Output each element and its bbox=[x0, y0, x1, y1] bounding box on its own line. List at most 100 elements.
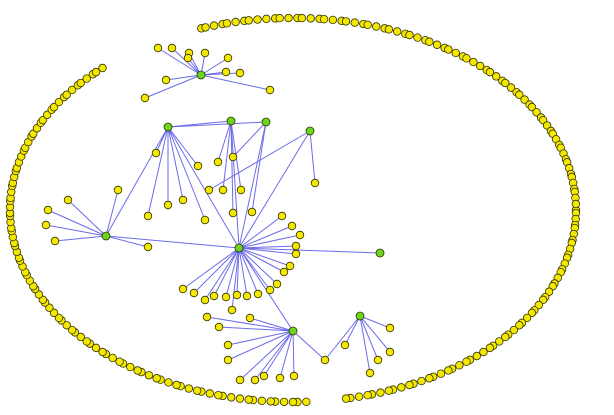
leaf-node[interactable] bbox=[115, 357, 124, 366]
leaf-node[interactable] bbox=[98, 63, 107, 73]
leaf-node[interactable] bbox=[279, 397, 289, 407]
leaf-node[interactable] bbox=[133, 366, 142, 375]
leaf-node[interactable] bbox=[392, 27, 402, 36]
leaf-node[interactable] bbox=[192, 386, 202, 395]
leaf-node[interactable] bbox=[214, 322, 224, 332]
leaf-node[interactable] bbox=[82, 337, 91, 346]
leaf-node[interactable] bbox=[259, 371, 269, 381]
leaf-node[interactable] bbox=[285, 261, 295, 271]
leaf-node[interactable] bbox=[43, 205, 53, 215]
leaf-node[interactable] bbox=[257, 396, 267, 406]
leaf-node[interactable] bbox=[444, 45, 453, 54]
leaf-node[interactable] bbox=[291, 241, 301, 251]
leaf-node[interactable] bbox=[413, 33, 422, 42]
leaf-node[interactable] bbox=[506, 83, 516, 92]
leaf-node[interactable] bbox=[522, 313, 532, 323]
leaf-node[interactable] bbox=[67, 85, 77, 95]
leaf-node[interactable] bbox=[350, 18, 359, 27]
leaf-node[interactable] bbox=[161, 75, 171, 85]
leaf-node[interactable] bbox=[218, 185, 228, 195]
leaf-node[interactable] bbox=[126, 362, 135, 372]
leaf-node[interactable] bbox=[172, 380, 181, 390]
leaf-node[interactable] bbox=[54, 313, 64, 323]
leaf-node[interactable] bbox=[98, 347, 107, 357]
leaf-node[interactable] bbox=[527, 308, 537, 318]
leaf-node[interactable] bbox=[221, 67, 231, 77]
leaf-node[interactable] bbox=[501, 78, 510, 88]
leaf-node[interactable] bbox=[571, 199, 581, 209]
leaf-node[interactable] bbox=[204, 185, 214, 195]
hub-node[interactable] bbox=[196, 70, 206, 80]
leaf-node[interactable] bbox=[385, 347, 395, 357]
leaf-node[interactable] bbox=[221, 292, 231, 302]
leaf-node[interactable] bbox=[63, 195, 73, 205]
leaf-node[interactable] bbox=[227, 393, 236, 402]
leaf-node[interactable] bbox=[223, 53, 233, 63]
leaf-node[interactable] bbox=[372, 22, 381, 31]
hub-node[interactable] bbox=[226, 116, 236, 126]
leaf-node[interactable] bbox=[297, 13, 307, 23]
leaf-node[interactable] bbox=[245, 313, 255, 323]
leaf-node[interactable] bbox=[295, 230, 305, 240]
leaf-node[interactable] bbox=[222, 19, 232, 28]
leaf-node[interactable] bbox=[143, 211, 153, 221]
hub-node[interactable] bbox=[305, 126, 315, 136]
leaf-node[interactable] bbox=[417, 376, 426, 386]
leaf-node[interactable] bbox=[62, 321, 71, 330]
leaf-node[interactable] bbox=[279, 267, 289, 277]
leaf-node[interactable] bbox=[62, 90, 71, 99]
leaf-node[interactable] bbox=[284, 13, 293, 23]
hub-node[interactable] bbox=[355, 311, 365, 321]
leaf-node[interactable] bbox=[76, 332, 85, 342]
leaf-node[interactable] bbox=[275, 14, 284, 23]
leaf-node[interactable] bbox=[509, 325, 519, 335]
leaf-node[interactable] bbox=[144, 371, 154, 380]
hub-node[interactable] bbox=[375, 248, 385, 258]
leaf-node[interactable] bbox=[341, 394, 351, 403]
leaf-node[interactable] bbox=[235, 68, 245, 78]
leaf-node[interactable] bbox=[405, 380, 414, 390]
leaf-node[interactable] bbox=[54, 97, 64, 107]
leaf-node[interactable] bbox=[475, 61, 485, 71]
leaf-node[interactable] bbox=[209, 21, 219, 30]
leaf-node[interactable] bbox=[479, 347, 488, 357]
leaf-node[interactable] bbox=[235, 375, 245, 385]
leaf-node[interactable] bbox=[527, 102, 537, 112]
leaf-node[interactable] bbox=[485, 343, 495, 353]
leaf-node[interactable] bbox=[232, 290, 242, 300]
leaf-node[interactable] bbox=[247, 207, 257, 217]
leaf-node[interactable] bbox=[41, 220, 51, 230]
leaf-node[interactable] bbox=[178, 195, 188, 205]
leaf-node[interactable] bbox=[275, 373, 285, 383]
leaf-node[interactable] bbox=[42, 110, 52, 120]
leaf-node[interactable] bbox=[485, 67, 495, 77]
leaf-node[interactable] bbox=[310, 178, 320, 188]
leaf-node[interactable] bbox=[205, 389, 214, 398]
leaf-node[interactable] bbox=[183, 53, 193, 63]
leaf-node[interactable] bbox=[200, 295, 210, 305]
leaf-node[interactable] bbox=[262, 14, 271, 24]
leaf-node[interactable] bbox=[91, 343, 101, 353]
leaf-node[interactable] bbox=[288, 397, 298, 407]
leaf-node[interactable] bbox=[49, 308, 59, 318]
leaf-node[interactable] bbox=[515, 321, 524, 330]
hub-node[interactable] bbox=[234, 243, 244, 253]
leaf-node[interactable] bbox=[432, 40, 442, 49]
leaf-node[interactable] bbox=[405, 30, 414, 40]
leaf-node[interactable] bbox=[363, 390, 372, 400]
leaf-node[interactable] bbox=[163, 200, 173, 210]
hub-node[interactable] bbox=[261, 117, 271, 127]
leaf-node[interactable] bbox=[227, 305, 237, 315]
hub-node[interactable] bbox=[163, 122, 173, 132]
leaf-node[interactable] bbox=[113, 185, 123, 195]
leaf-node[interactable] bbox=[152, 374, 161, 383]
leaf-node[interactable] bbox=[209, 291, 219, 301]
leaf-node[interactable] bbox=[302, 397, 311, 406]
leaf-node[interactable] bbox=[354, 392, 364, 401]
leaf-node[interactable] bbox=[501, 332, 510, 342]
leaf-node[interactable] bbox=[289, 371, 299, 381]
leaf-node[interactable] bbox=[244, 395, 253, 404]
leaf-node[interactable] bbox=[340, 340, 350, 350]
leaf-node[interactable] bbox=[266, 397, 275, 406]
leaf-node[interactable] bbox=[108, 353, 117, 363]
